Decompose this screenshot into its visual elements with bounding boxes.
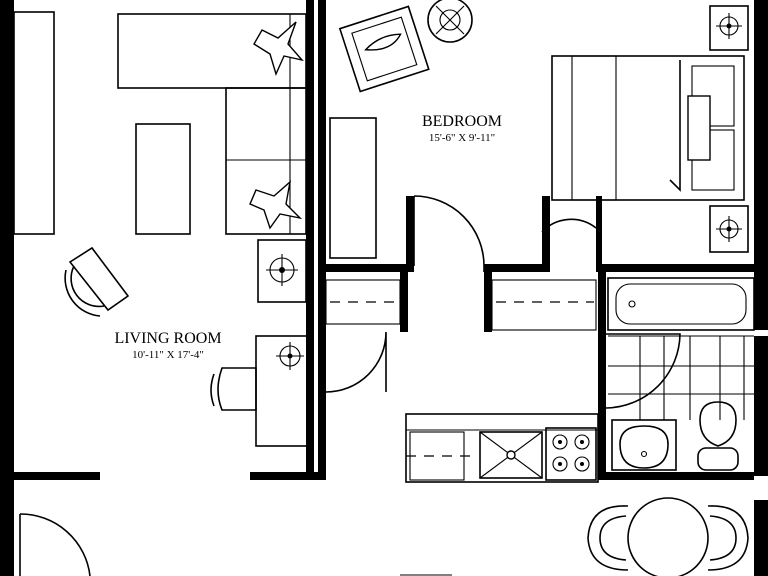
coffee-table (135, 123, 191, 235)
wall-center-left (306, 0, 314, 480)
vanity (611, 419, 677, 471)
armchair (338, 5, 430, 93)
desk-chair-back (210, 373, 215, 407)
bedroom-door-swing (413, 195, 485, 272)
burner-icon (574, 434, 590, 450)
side-table (257, 239, 307, 303)
wall-right (754, 0, 768, 330)
wall-living-bottom-left (14, 472, 100, 480)
dining-table (627, 497, 709, 576)
toilet-bowl (699, 401, 737, 447)
burner-icon (574, 456, 590, 472)
bedroom-door-right-swing (541, 218, 597, 233)
kitchen-sink (479, 431, 543, 479)
bedroom-side-table (427, 0, 473, 43)
sofa-chaise (225, 87, 307, 235)
dining-chair-right (707, 505, 749, 571)
lounge-chair (64, 246, 130, 317)
bathroom-fixtures (607, 277, 768, 476)
doors (19, 195, 681, 576)
bed-book (687, 95, 711, 161)
wall-door-jamb-right (542, 196, 550, 272)
media-console (13, 11, 55, 235)
wall-bath-jamb (596, 196, 602, 272)
wall-left (0, 0, 14, 576)
bath-door-swing (605, 333, 681, 409)
bedroom-furniture: BEDROOM 15'-6" X 9'-11" (329, 0, 749, 259)
bed-sheet-fold (669, 60, 681, 192)
bathtub (607, 277, 755, 331)
living-room-furniture: LIVING ROOM 10'-11" X 17'-4" (13, 11, 313, 447)
nightstand-top (709, 5, 749, 51)
entry-door-swing (19, 513, 91, 576)
closet-door-swing (325, 331, 387, 393)
desk (255, 335, 313, 447)
wall-center-right (318, 0, 326, 480)
closet-right (491, 279, 597, 331)
living-room-dimensions: 10'-11" X 17'-4" (132, 349, 204, 361)
wall-bath-bottom (598, 472, 754, 480)
bed-footboard-fold (571, 55, 617, 201)
dining-set (400, 497, 768, 576)
bathtub-drain (628, 300, 636, 308)
lounge-chair-seat (68, 246, 130, 312)
dresser (329, 117, 377, 259)
sofa-back (117, 13, 307, 89)
burner-icon (552, 434, 568, 450)
burner-icon (552, 456, 568, 472)
bed (551, 55, 745, 201)
wall-bath-right (754, 336, 768, 476)
armchair-seat (351, 16, 418, 82)
wall-bath-left (598, 272, 606, 480)
wall-dining-right (754, 500, 768, 576)
kitchen-sink-drain (506, 450, 516, 460)
wall-bedroom-bottom-left (326, 264, 414, 272)
sink-drain (640, 450, 648, 458)
toilet-tank (697, 447, 739, 471)
lounge-chair-back (64, 269, 101, 317)
bedroom-lamp-icon (439, 9, 461, 31)
wall-bath-top (596, 264, 754, 272)
throw-pillow-top (253, 21, 304, 77)
closets (325, 279, 597, 331)
bedroom-name: BEDROOM (422, 113, 502, 130)
armchair-pillow (364, 33, 402, 51)
dining-chair-left (587, 505, 629, 571)
closet-left (325, 279, 401, 325)
desk-chair (217, 367, 257, 411)
wall-living-bottom-right (250, 472, 326, 480)
bathtub-basin (615, 283, 747, 325)
kitchen-counter (405, 413, 599, 483)
wall-closet-divider (400, 272, 408, 332)
dishwasher (409, 431, 465, 481)
wall-bedroom-bottom-mid (484, 264, 542, 272)
bedroom-dimensions: 15'-6" X 9'-11" (429, 132, 495, 144)
lounge-chair-arc (70, 265, 105, 308)
wall-closet2-left (484, 272, 492, 332)
stove (545, 427, 597, 481)
living-room-name: LIVING ROOM (114, 330, 221, 347)
nightstand-bottom (709, 205, 749, 253)
armchair-frame (338, 5, 430, 93)
wall-door-jamb-left (406, 196, 414, 272)
kitchen (405, 413, 599, 483)
throw-pillow-bottom (249, 180, 303, 230)
sink-basin (619, 425, 669, 469)
